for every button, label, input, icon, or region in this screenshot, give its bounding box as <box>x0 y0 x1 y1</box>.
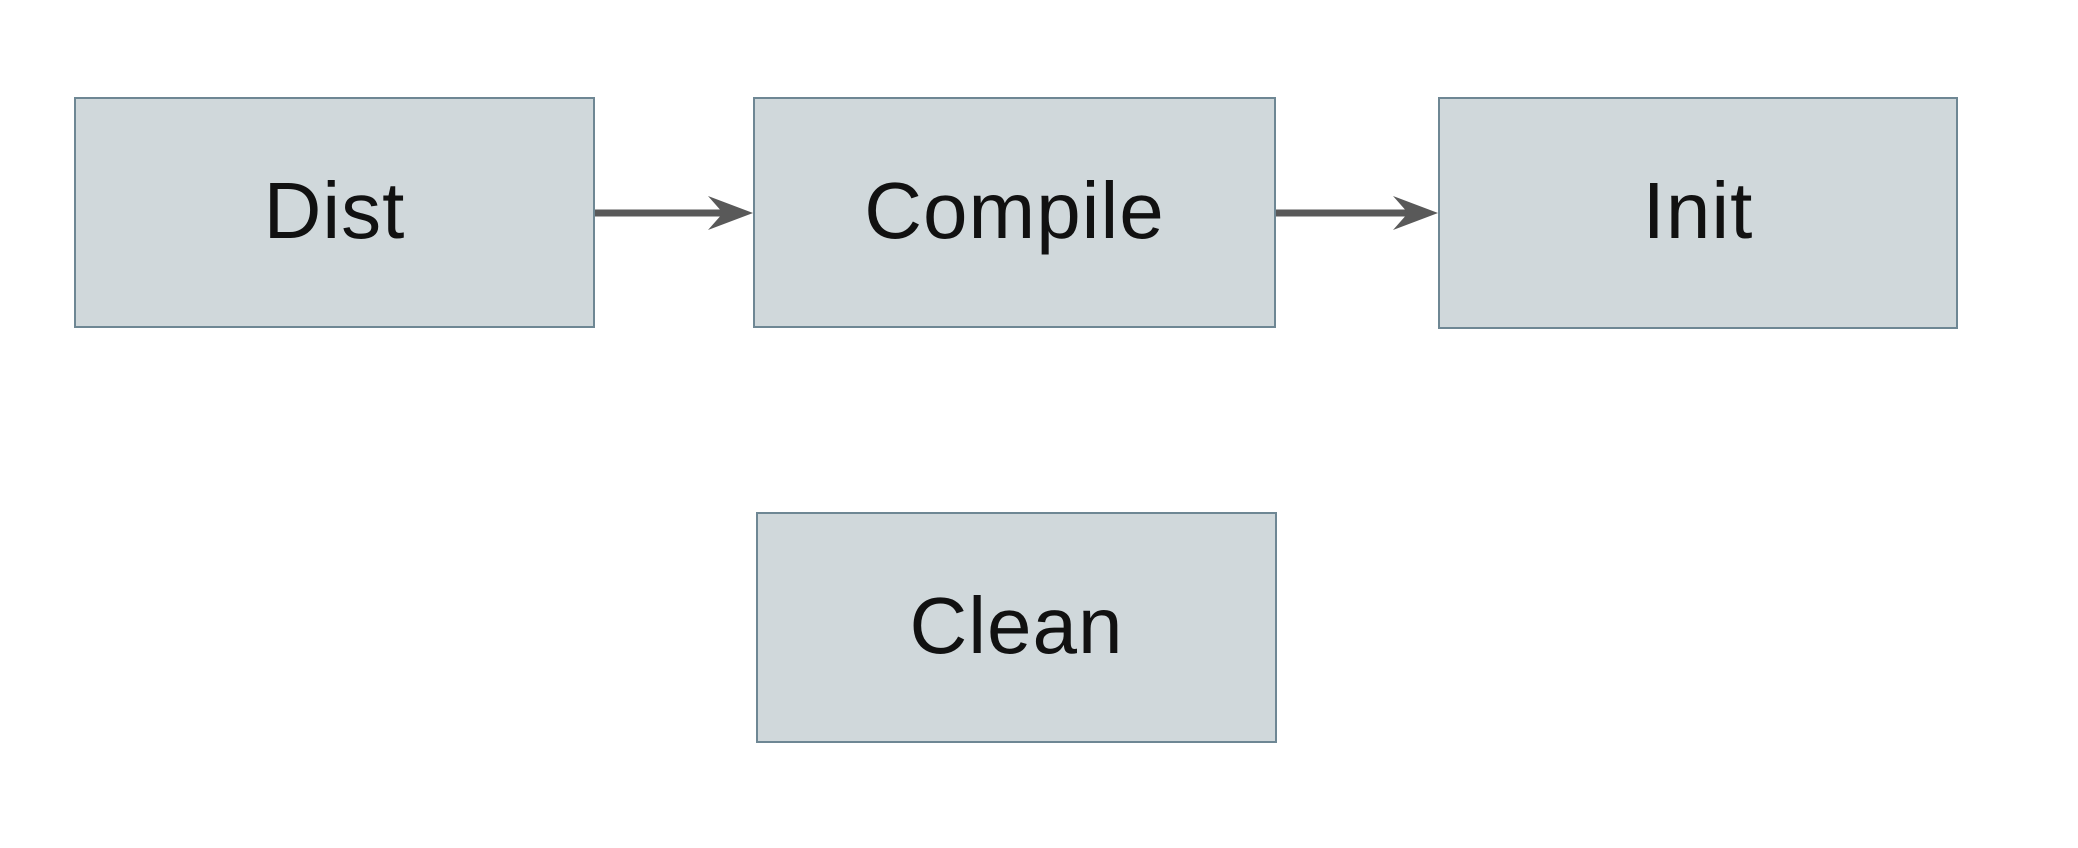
arrow-compile-to-init-icon <box>1276 196 1438 230</box>
node-init-label: Init <box>1642 166 1754 255</box>
node-clean-label: Clean <box>909 580 1124 670</box>
node-compile: Compile <box>753 97 1276 328</box>
node-compile-label: Compile <box>864 165 1165 255</box>
arrow-dist-to-compile-icon <box>595 196 753 230</box>
node-clean: Clean <box>756 512 1277 743</box>
node-init: Init <box>1438 97 1958 329</box>
node-dist-label: Dist <box>263 165 406 255</box>
node-dist: Dist <box>74 97 595 328</box>
